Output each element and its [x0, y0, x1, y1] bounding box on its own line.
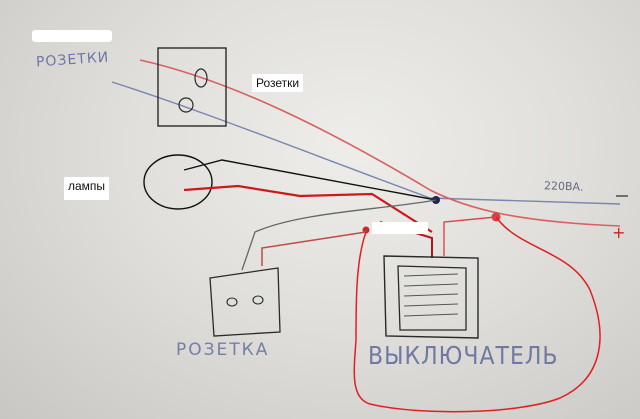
single-outlet-label: РОЗЕТКА: [176, 340, 270, 360]
double-outlet-symbol: [157, 47, 227, 127]
single-outlet-hole-left: [226, 297, 238, 307]
switch-inner-frame: [397, 265, 467, 331]
outlet-hole-top: [194, 68, 208, 88]
outlet-hole-bottom: [178, 97, 194, 113]
single-outlet-symbol: [209, 267, 281, 337]
white-label-patch: [372, 222, 428, 234]
switch-return-wire: [443, 216, 497, 256]
neutral-wire-upper: [111, 81, 621, 205]
outlet-live-wire: [261, 231, 367, 266]
outlet-neutral-wire: [241, 199, 437, 271]
white-correction-blot: [32, 30, 112, 42]
live-wire-red-pencil: [139, 59, 621, 227]
lamp-neutral-wire: [183, 159, 437, 201]
plus-terminal: +: [612, 223, 625, 242]
single-outlet-hole-right: [252, 295, 264, 305]
lamps-label: лампы: [64, 177, 110, 200]
lamp-symbol: [143, 154, 213, 210]
outlets-label: Розетки: [252, 74, 304, 92]
voltage-label: 220ВА.: [543, 179, 584, 194]
live-loop-wire: [353, 216, 601, 413]
switch-hatching: [403, 273, 459, 317]
switch-label: ВЫКЛЮЧАТЕЛЬ: [368, 342, 559, 371]
switch-outer-frame: [383, 255, 479, 339]
